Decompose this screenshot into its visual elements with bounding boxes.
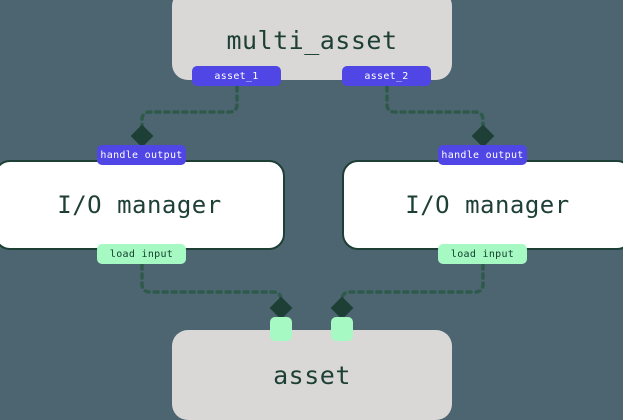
handle-asset-1-label: asset_1 xyxy=(214,70,259,82)
node-multi-asset-label: multi_asset xyxy=(226,25,398,55)
edge-asset1-to-handle-output-left xyxy=(130,85,239,148)
handle-handle-output-right[interactable]: handle output xyxy=(438,145,527,165)
edge-asset2-to-handle-output-right xyxy=(385,85,495,148)
handle-handle-output-left-label: handle output xyxy=(100,149,183,161)
handle-load-input-right[interactable]: load input xyxy=(438,244,527,264)
handle-handle-output-left[interactable]: handle output xyxy=(97,145,186,165)
handle-handle-output-right-label: handle output xyxy=(441,149,524,161)
handle-asset-2[interactable]: asset_2 xyxy=(342,66,431,86)
handle-load-input-left[interactable]: load input xyxy=(97,244,186,264)
handle-asset-target-right[interactable] xyxy=(331,317,353,341)
node-asset-label: asset xyxy=(273,360,351,390)
handle-asset-1[interactable]: asset_1 xyxy=(192,66,281,86)
edge-load-input-right-to-asset xyxy=(330,263,485,320)
handle-asset-target-left[interactable] xyxy=(270,317,292,341)
node-io-manager-right-label: I/O manager xyxy=(405,191,570,219)
node-io-manager-left[interactable]: I/O manager xyxy=(0,160,285,250)
handle-asset-2-label: asset_2 xyxy=(364,70,409,82)
node-asset[interactable]: asset xyxy=(172,330,452,420)
node-io-manager-left-label: I/O manager xyxy=(57,191,222,219)
node-io-manager-right[interactable]: I/O manager xyxy=(342,160,623,250)
edge-load-input-left-to-asset xyxy=(140,263,293,320)
handle-load-input-left-label: load input xyxy=(109,248,174,260)
handle-load-input-right-label: load input xyxy=(450,248,515,260)
